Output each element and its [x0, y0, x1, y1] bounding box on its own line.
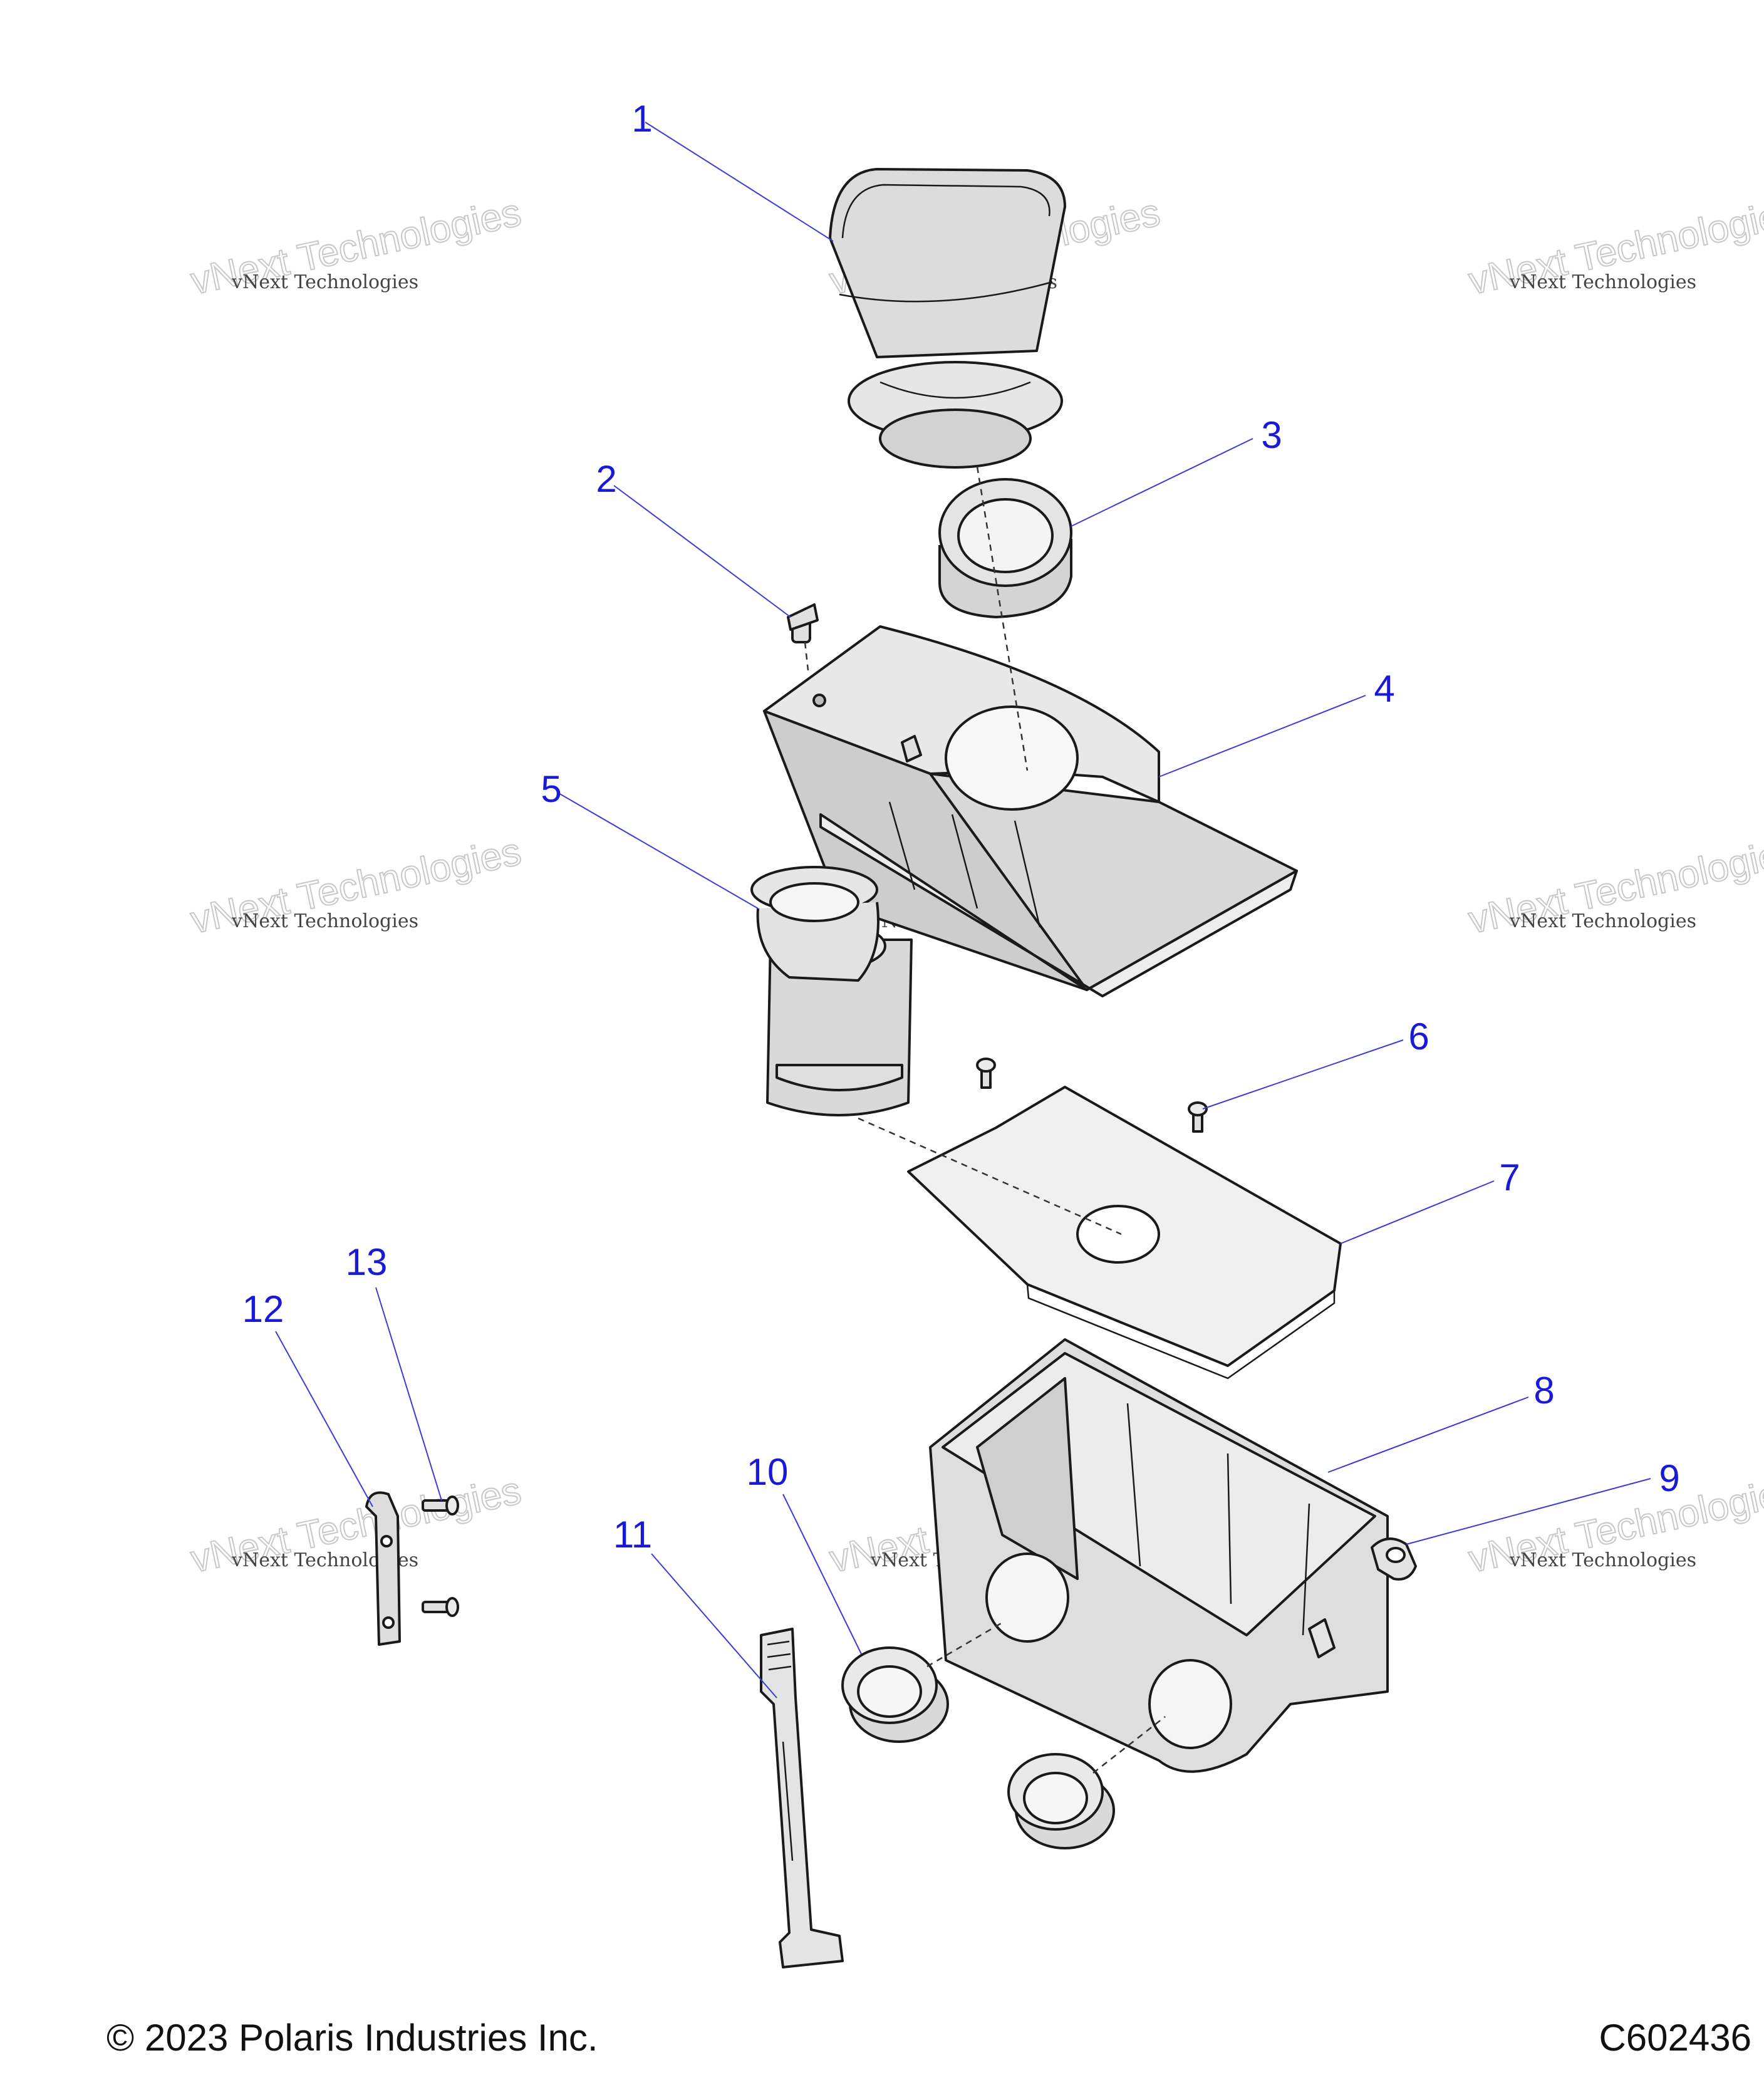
svg-text:vNext Technologies: vNext Technologies	[1509, 271, 1696, 293]
svg-text:vNext Technologies: vNext Technologies	[1509, 910, 1696, 932]
bolt	[422, 1495, 459, 1516]
part-4-airbox-cover	[763, 625, 1298, 997]
part-9-clamp	[1371, 1537, 1417, 1581]
part-10-grommets	[841, 1646, 1115, 1849]
watermark: vNext Technologies vNext Technologies	[187, 1469, 526, 1582]
svg-text:vNext Technologies: vNext Technologies	[231, 271, 418, 293]
part-3-ring-seal	[938, 478, 1072, 618]
callout-11: 11	[613, 1514, 652, 1556]
watermark: vNext Technologies vNext Technologies	[187, 190, 526, 304]
callout-10: 10	[747, 1451, 789, 1493]
callout-1: 1	[631, 98, 652, 140]
drawing-code: C602436	[1599, 2017, 1751, 2059]
watermark: vNext Technologies vNext Technologies	[187, 829, 526, 943]
part-12-bracket	[365, 1491, 401, 1646]
callout-4: 4	[1374, 668, 1394, 710]
callout-5: 5	[541, 768, 561, 810]
grommet	[1007, 1753, 1115, 1849]
callout-numbers: 1 2 3 4 5 6 7 8 9 10 11 12 13	[242, 98, 1680, 1556]
screw	[1188, 1101, 1208, 1133]
callout-8: 8	[1533, 1370, 1554, 1412]
callout-9: 9	[1659, 1457, 1679, 1499]
leader-lines	[275, 122, 1651, 1698]
watermark: vNext Technologies vNext Technologies	[1465, 190, 1764, 304]
callout-13: 13	[346, 1241, 388, 1283]
watermark: vNext Technologies vNext Technologies	[1465, 829, 1764, 943]
screw	[976, 1058, 996, 1089]
part-11-strap	[760, 1628, 844, 1968]
copyright-notice: © 2023 Polaris Industries Inc.	[106, 2017, 598, 2059]
watermark: vNext Technologies vNext Technologies	[1465, 1469, 1764, 1582]
callout-6: 6	[1408, 1016, 1429, 1058]
part-13-bolts	[422, 1495, 459, 1617]
callout-7: 7	[1499, 1157, 1520, 1198]
callout-12: 12	[242, 1288, 284, 1330]
part-1-intake-boot	[829, 168, 1066, 469]
callout-2: 2	[596, 458, 616, 500]
bolt	[422, 1597, 459, 1617]
svg-text:vNext Technologies: vNext Technologies	[1509, 1549, 1696, 1571]
svg-text:vNext Technologies: vNext Technologies	[231, 910, 418, 932]
part-5-velocity-stack	[750, 866, 913, 1116]
callout-3: 3	[1261, 414, 1282, 456]
part-2-fitting	[787, 603, 819, 643]
part-8-airbox-body	[929, 1338, 1389, 1773]
alignment-lines	[804, 466, 1166, 1774]
part-7-plate	[907, 1086, 1342, 1380]
grommet	[841, 1646, 949, 1743]
